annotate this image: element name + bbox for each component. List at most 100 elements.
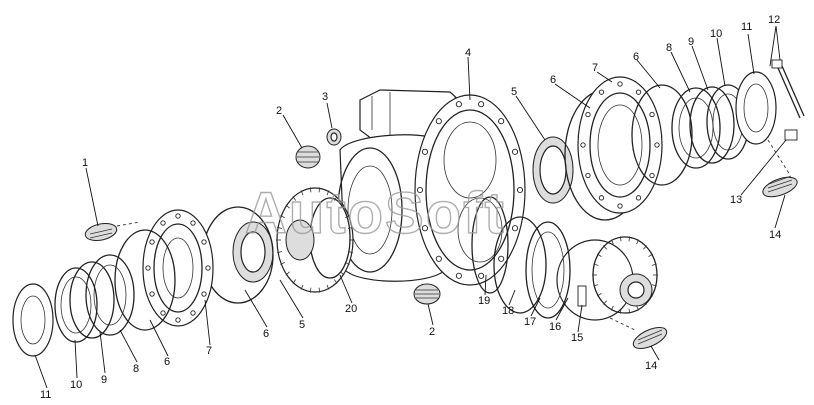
callout-11-left: 11: [40, 389, 51, 401]
cover-bolt-hole: [598, 89, 605, 95]
flange-bolt-hole: [498, 118, 505, 125]
cover-bolt-hole: [617, 81, 623, 87]
flange-bolt-hole: [478, 272, 485, 279]
cover-bolt-hole: [175, 213, 181, 219]
gear-tooth: [619, 308, 622, 314]
gear-tooth: [347, 226, 353, 229]
callout-12: 12: [768, 14, 780, 26]
seal-5-right: [532, 136, 574, 204]
gear-tooth: [636, 305, 640, 311]
gear-tooth: [340, 271, 345, 276]
cover-bolt-hole: [160, 220, 166, 226]
cover-bolt-hole: [201, 239, 207, 245]
cover-bolt-hole: [175, 317, 181, 323]
flange-bolt-hole: [455, 272, 462, 279]
callout-8-right: 8: [666, 42, 672, 54]
gear-tooth: [326, 190, 330, 196]
cover-bolt-hole: [149, 291, 155, 297]
gasket-18: [493, 216, 547, 314]
gear-tooth: [300, 190, 304, 196]
plug-1: [84, 222, 118, 242]
gear-tooth: [610, 305, 614, 311]
callout-14-right: 14: [769, 229, 781, 241]
cover-bolt-hole: [205, 265, 211, 271]
cover-bolt-hole: [649, 172, 655, 179]
bevel-gear-20: [276, 187, 354, 293]
callout-labels: 1 2 3 4 5 6 7 6 8 9 10 11 12 13 14 14 15…: [40, 14, 781, 401]
gear-tooth: [285, 204, 290, 209]
callout-8-left: 8: [133, 363, 139, 375]
plug-2-upper: [295, 145, 321, 169]
pin-13: [784, 129, 798, 141]
gear-tooth: [603, 245, 607, 250]
callout-6-right-inner: 6: [550, 74, 556, 86]
gear-tooth: [593, 263, 599, 266]
bearing-17: [525, 221, 571, 319]
gear-tooth: [318, 287, 321, 293]
callout-6-right-outer: 6: [633, 51, 639, 63]
fitting-3: [326, 128, 342, 146]
callout-9-left: 9: [101, 374, 107, 386]
cover-bolt-hole: [190, 310, 196, 316]
plug-14-lower: [632, 326, 668, 350]
seal-5-left: [232, 221, 274, 283]
cover-bolt-hole: [617, 203, 623, 209]
callout-20: 20: [345, 303, 357, 315]
cover-bolt-hole: [585, 172, 591, 179]
cover-bolt-hole: [149, 239, 155, 245]
cover-bolt-hole: [598, 195, 605, 201]
gear-tooth: [347, 251, 353, 254]
callout-4: 4: [465, 47, 471, 59]
gear-tooth: [340, 204, 345, 209]
gear-tooth: [280, 215, 286, 219]
callout-2-upper: 2: [276, 105, 282, 117]
flange-bolt-hole: [455, 101, 462, 108]
callout-11-right: 11: [741, 21, 752, 33]
flange-bolt-hole: [421, 148, 429, 155]
cover-bolt-hole: [201, 291, 207, 297]
gear-tooth: [643, 245, 647, 250]
gear-tooth: [651, 284, 657, 287]
cover-bolt-hole: [635, 89, 642, 95]
callout-10-right: 10: [710, 28, 722, 40]
callout-5-right: 5: [511, 86, 517, 98]
cover-bolt-hole: [635, 195, 642, 201]
plug-14-right: [762, 175, 798, 198]
flange-bolt-hole: [516, 186, 524, 194]
gear-tooth: [610, 239, 614, 245]
bolt-12: [771, 59, 805, 119]
callout-7-right: 7: [592, 62, 598, 74]
callout-13: 13: [730, 194, 742, 206]
callout-5-left: 5: [299, 319, 305, 331]
callout-17: 17: [524, 316, 536, 328]
shim-8-left: [85, 254, 135, 336]
flange-bolt-hole: [498, 255, 505, 262]
gear-tooth: [309, 187, 312, 193]
gasket-6-right-outer: [631, 84, 693, 186]
gear-tooth: [300, 284, 304, 290]
shim-9-left: [69, 261, 115, 339]
gear-tooth: [285, 271, 290, 276]
gear-tooth: [597, 253, 602, 257]
callout-6-left-inner: 6: [263, 328, 269, 340]
flange-bolt-hole: [511, 148, 519, 155]
gear-tooth: [603, 300, 607, 305]
gear-tooth: [333, 196, 338, 201]
shim-9-right: [689, 86, 735, 164]
gear-tooth: [344, 215, 350, 219]
gear-tooth: [636, 239, 640, 245]
callout-9-right: 9: [688, 36, 694, 48]
cap-11-left: [12, 283, 54, 357]
plug-2-lower: [413, 283, 441, 305]
cover-bolt-hole: [580, 142, 586, 148]
cover-bolt-hole: [145, 265, 151, 271]
gear-tooth: [344, 261, 350, 265]
callout-1: 1: [82, 157, 88, 169]
cover-7-right: [577, 76, 663, 214]
callout-7-left: 7: [206, 345, 212, 357]
callout-16: 16: [549, 321, 561, 333]
leader-lines: [34, 25, 787, 389]
gear-tooth: [277, 226, 283, 229]
callout-2-lower: 2: [429, 326, 435, 338]
